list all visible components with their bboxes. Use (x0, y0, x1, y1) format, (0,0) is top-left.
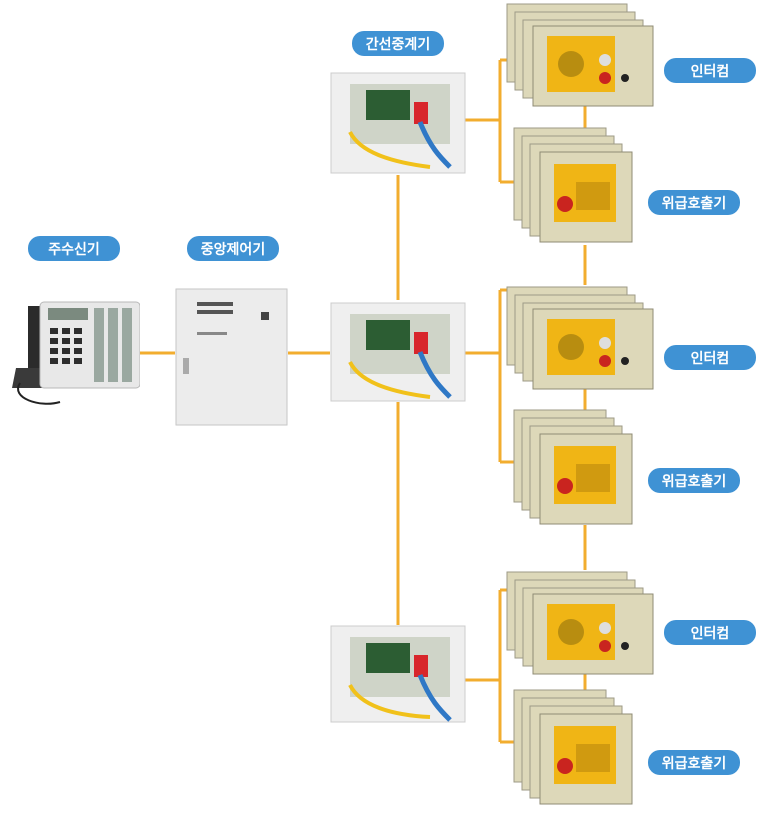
desk-phone-icon (12, 301, 140, 405)
label-emergency-3: 위급호출기 (648, 750, 740, 775)
emergency-call-panel-icon (513, 409, 633, 525)
label-intercom-1: 인터컴 (664, 58, 756, 83)
label-emergency-2: 위급호출기 (648, 468, 740, 493)
intercom-panel-icon (506, 571, 654, 675)
label-intercom-2: 인터컴 (664, 345, 756, 370)
control-cabinet-icon (175, 288, 288, 426)
relay-board-icon (330, 302, 466, 402)
emergency-call-panel-icon (513, 689, 633, 805)
label-intercom-3: 인터컴 (664, 620, 756, 645)
emergency-call-panel-icon (513, 127, 633, 243)
relay-board-icon (330, 72, 466, 174)
intercom-panel-icon (506, 286, 654, 390)
label-relay: 간선중계기 (352, 31, 444, 56)
label-emergency-1: 위급호출기 (648, 190, 740, 215)
label-controller: 중앙제어기 (187, 236, 279, 261)
intercom-panel-icon (506, 3, 654, 107)
relay-board-icon (330, 625, 466, 723)
label-phone: 주수신기 (28, 236, 120, 261)
